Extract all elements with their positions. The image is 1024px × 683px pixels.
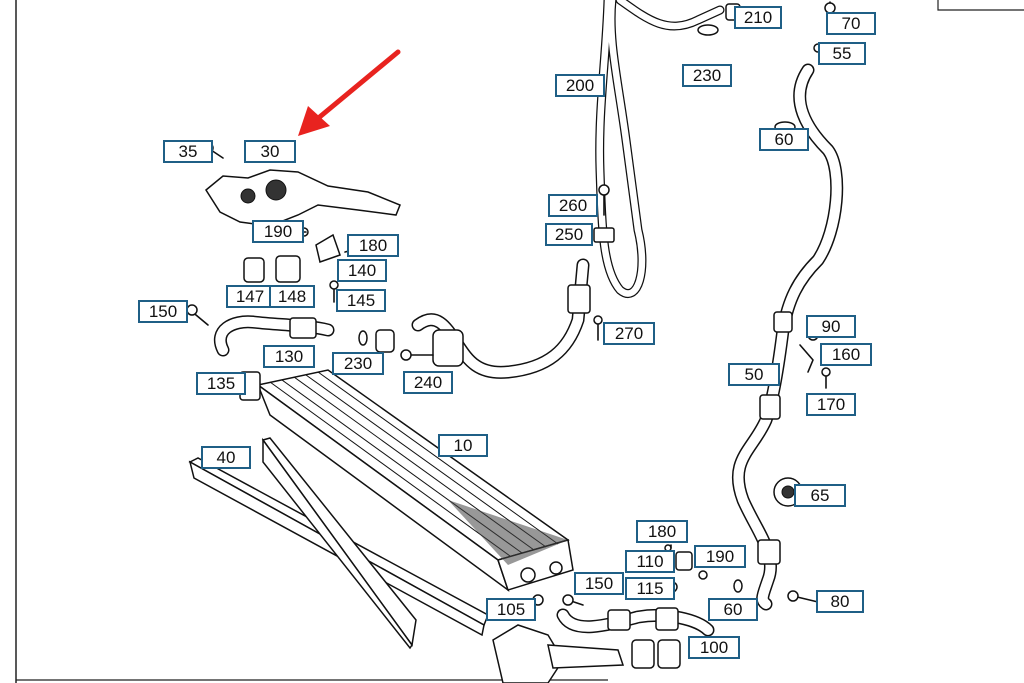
callout-30: 30 <box>244 140 296 163</box>
callout-130: 130 <box>263 345 315 368</box>
callout-90: 90 <box>806 315 856 338</box>
callout-210: 210 <box>734 6 782 29</box>
callout-147: 147 <box>226 285 274 308</box>
callout-140: 140 <box>337 259 387 282</box>
callout-100: 100 <box>688 636 740 659</box>
callout-180-top: 180 <box>347 234 399 257</box>
callout-40: 40 <box>201 446 251 469</box>
callout-50: 50 <box>728 363 780 386</box>
callout-115: 115 <box>625 577 675 600</box>
callout-65: 65 <box>794 484 846 507</box>
callout-35: 35 <box>163 140 213 163</box>
callout-70: 70 <box>826 12 876 35</box>
radiator-10 <box>256 369 574 593</box>
diagram-frame: 210 70 55 230 200 60 35 30 260 250 190 1… <box>8 0 1024 683</box>
callout-180-bottom: 180 <box>636 520 688 543</box>
bracket-30 <box>205 169 401 227</box>
callout-190-bottom: 190 <box>694 545 746 568</box>
callout-190-top: 190 <box>252 220 304 243</box>
bracket-105 <box>492 624 625 683</box>
bracket-40 <box>188 437 489 650</box>
callout-240: 240 <box>403 371 453 394</box>
callout-150-bottom: 150 <box>574 572 624 595</box>
callout-105: 105 <box>486 598 536 621</box>
callout-160: 160 <box>820 343 872 366</box>
callout-260: 260 <box>548 194 598 217</box>
callout-148: 148 <box>269 285 315 308</box>
callout-145: 145 <box>336 289 386 312</box>
callout-60-bottom: 60 <box>708 598 758 621</box>
highlight-arrow <box>298 49 401 136</box>
callout-80: 80 <box>816 590 864 613</box>
callout-200: 200 <box>555 74 605 97</box>
callout-170: 170 <box>806 393 856 416</box>
callout-10: 10 <box>438 434 488 457</box>
tube-200 <box>595 0 725 298</box>
callout-230-mid: 230 <box>332 352 384 375</box>
callout-270: 270 <box>603 322 655 345</box>
callout-110: 110 <box>625 550 675 573</box>
callout-55: 55 <box>818 42 866 65</box>
parts-diagram <box>15 0 1024 683</box>
callout-230-top: 230 <box>682 64 732 87</box>
callout-150-top: 150 <box>138 300 188 323</box>
callout-135: 135 <box>196 372 246 395</box>
hose-main <box>411 258 591 379</box>
callout-60-top: 60 <box>759 128 809 151</box>
hose-100 <box>556 607 715 637</box>
callout-250: 250 <box>545 223 593 246</box>
hose-130 <box>213 315 335 357</box>
